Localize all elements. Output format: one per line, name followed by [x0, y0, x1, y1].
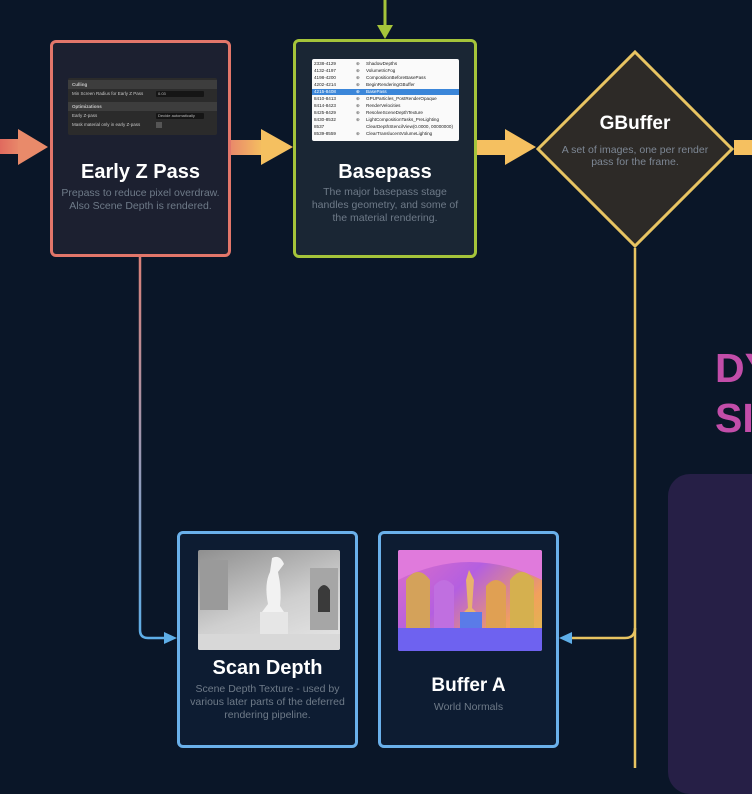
profiler-event: GPUParticles_PostRenderOpaque	[366, 96, 437, 101]
profiler-row: 4132-4197 ⊕ VolumetricFog	[312, 68, 459, 74]
profiler-event: ResolveSceneDepthTexture	[366, 110, 423, 115]
profiler-range: 4215-8408	[314, 89, 336, 94]
profiler-event: CompositionBeforeBasePass	[366, 75, 426, 80]
arrow-into-early-z	[0, 129, 48, 165]
side-panel	[668, 474, 752, 794]
profiler-row: 8414-8423 ⊕ RenderVelocities	[312, 103, 459, 109]
settings-section-header: Optimizations	[68, 102, 217, 111]
gbuffer-diamond-shape	[535, 49, 735, 249]
settings-row-label: Mask material only in early Z-pass	[72, 122, 141, 127]
profiler-event: BasePass	[366, 89, 387, 94]
profiler-row: 8425-8429 ⊕ ResolveSceneDepthTexture	[312, 110, 459, 116]
profiler-range: 8539-8559	[314, 131, 336, 136]
arrow-basepass-to-gbuffer	[477, 129, 536, 165]
expand-icon: ⊕	[356, 75, 360, 80]
settings-row-label: Min Screen Radius for Early Z Pass	[72, 91, 144, 96]
basepass-node[interactable]: 2338-4129 ⊕ ShadowDepths 4132-4197 ⊕ Volumet…	[293, 39, 477, 258]
profiler-event: ClearDepthStencilView(0.0000, 00000000)	[366, 124, 453, 129]
profiler-range: 4198-4200	[314, 75, 336, 80]
profiler-range: 8425-8429	[314, 110, 336, 115]
profiler-row: 8539-8559 ⊕ ClearTranslucentVolumeLighting	[312, 131, 459, 137]
arrow-gbuffer-out	[734, 140, 752, 155]
scan-depth-node[interactable]: Scan Depth Scene Depth Texture - used by…	[177, 531, 358, 748]
basepass-description: The major basepass stage handles geometr…	[311, 186, 459, 224]
scan-depth-title: Scan Depth	[212, 657, 323, 679]
settings-row-value: 0.03	[156, 90, 204, 97]
profiler-range: 4132-4197	[314, 68, 336, 73]
profiler-range: 8414-8423	[314, 103, 336, 108]
expand-icon: ⊕	[356, 89, 360, 94]
profiler-row: 8410-8413 ⊕ GPUParticles_PostRenderOpaque	[312, 96, 459, 102]
world-normals-thumbnail	[398, 550, 542, 651]
settings-row-label: Early Z-pass	[72, 113, 98, 118]
expand-icon: ⊕	[356, 110, 360, 115]
settings-row: Early Z-pass Decide automatically	[68, 111, 217, 120]
settings-section-header: Culling	[68, 80, 217, 89]
buffer-a-title: Buffer A	[431, 675, 506, 696]
expand-icon: ⊕	[356, 131, 360, 136]
expand-icon: ⊕	[356, 61, 360, 66]
gbuffer-title: GBuffer	[599, 113, 671, 134]
profiler-range: 8537	[314, 124, 325, 129]
profiler-row: 8537 ClearDepthStencilView(0.0000, 000000…	[312, 124, 459, 130]
profiler-event: BeginRenderingGBuffer	[366, 82, 415, 87]
profiler-event: ShadowDepths	[366, 61, 398, 66]
basepass-title: Basepass	[338, 161, 432, 183]
connector-early-z-to-scan-depth	[138, 257, 177, 644]
early-z-settings-thumbnail: Culling Min Screen Radius for Early Z Pa…	[68, 78, 217, 135]
settings-row-value: Decide automatically	[156, 112, 204, 119]
profiler-row: 8430-8532 ⊕ LightCompositionTasks_PreLight…	[312, 117, 459, 123]
profiler-row: 4202-4214 ⊕ BeginRenderingGBuffer	[312, 82, 459, 88]
expand-icon: ⊕	[356, 82, 360, 87]
profiler-row: 2338-4129 ⊕ ShadowDepths	[312, 61, 459, 67]
expand-icon: ⊕	[356, 96, 360, 101]
profiler-event: VolumetricFog	[366, 68, 396, 73]
depth-statue-image	[198, 556, 340, 650]
section-heading: DY SI	[715, 345, 752, 441]
scan-depth-description: Scene Depth Texture - used by various la…	[190, 683, 345, 721]
buffer-a-node[interactable]: Buffer A World Normals	[378, 531, 559, 748]
early-z-pass-node[interactable]: Culling Min Screen Radius for Early Z Pa…	[50, 40, 231, 257]
settings-row: Min Screen Radius for Early Z Pass 0.03	[68, 89, 217, 98]
profiler-range: 2338-4129	[314, 61, 336, 66]
gbuffer-description: A set of images, one per render pass for…	[561, 144, 709, 168]
connector-layer	[0, 0, 752, 768]
profiler-event: LightCompositionTasks_PreLighting	[366, 117, 440, 122]
buffer-a-description: World Normals	[433, 701, 504, 713]
profiler-row-selected: 4215-8408 ⊕ BasePass	[312, 89, 459, 96]
settings-row: Mask material only in early Z-pass	[68, 120, 217, 129]
profiler-event: RenderVelocities	[366, 103, 401, 108]
early-z-pass-title: Early Z Pass	[81, 161, 200, 183]
gbuffer-node[interactable]: GBuffer A set of images, one per render …	[535, 49, 735, 249]
expand-icon: ⊕	[356, 68, 360, 73]
profiler-row: 4198-4200 ⊕ CompositionBeforeBasePass	[312, 75, 459, 81]
expand-icon: ⊕	[356, 103, 360, 108]
arrow-into-basepass-top	[377, 0, 393, 39]
early-z-pass-description: Prepass to reduce pixel overdraw. Also S…	[61, 187, 220, 212]
arrow-early-z-to-basepass	[231, 129, 293, 165]
checkbox	[156, 121, 162, 128]
scene-depth-thumbnail	[198, 550, 340, 650]
world-normals-image	[398, 550, 542, 651]
expand-icon: ⊕	[356, 117, 360, 122]
profiler-range: 8430-8532	[314, 117, 336, 122]
connector-gbuffer-to-buffer-a	[559, 248, 637, 768]
profiler-range: 4202-4214	[314, 82, 336, 87]
profiler-range: 8410-8413	[314, 96, 336, 101]
basepass-profiler-thumbnail: 2338-4129 ⊕ ShadowDepths 4132-4197 ⊕ Volumet…	[312, 59, 459, 141]
profiler-event: ClearTranslucentVolumeLighting	[366, 131, 433, 136]
